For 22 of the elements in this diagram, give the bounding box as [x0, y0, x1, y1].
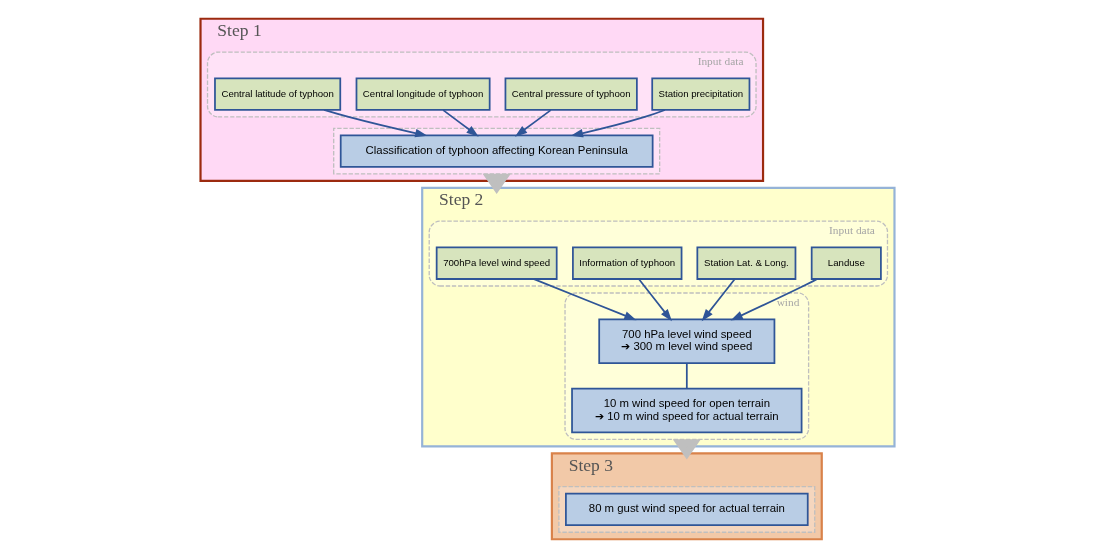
node-box: Classification of typhoon affecting Korean Peninsula: [339, 134, 654, 168]
arrow: [672, 439, 701, 460]
node-box: Central latitude of typhoon: [213, 77, 341, 111]
node-box: Central longitude of typhoon: [355, 77, 491, 111]
arrow: [514, 109, 552, 137]
node-box: Information of typhoon: [571, 246, 682, 280]
node-box: Landuse: [810, 246, 882, 280]
arrow: [730, 278, 818, 321]
node-box: 700hPa level wind speed: [435, 246, 558, 280]
node-box: 10 m wind speed for open terrain ➔ 10 m wind speed for actual terrain: [570, 387, 802, 434]
arrow: [532, 278, 637, 321]
arrow: [701, 278, 735, 322]
connector: [685, 362, 688, 390]
arrow: [482, 173, 511, 194]
arrow: [637, 278, 672, 322]
cluster: [557, 486, 815, 533]
node-box: Station Lat. & Long.: [695, 246, 796, 280]
arrow: [441, 109, 479, 137]
node-box: 80 m gust wind speed for actual terrain: [564, 492, 809, 527]
node-box: Station precipitation: [650, 77, 750, 111]
node-box: Central pressure of typhoon: [504, 77, 638, 111]
node-box: 700 hPa level wind speed ➔ 300 m level wind speed: [597, 318, 775, 364]
